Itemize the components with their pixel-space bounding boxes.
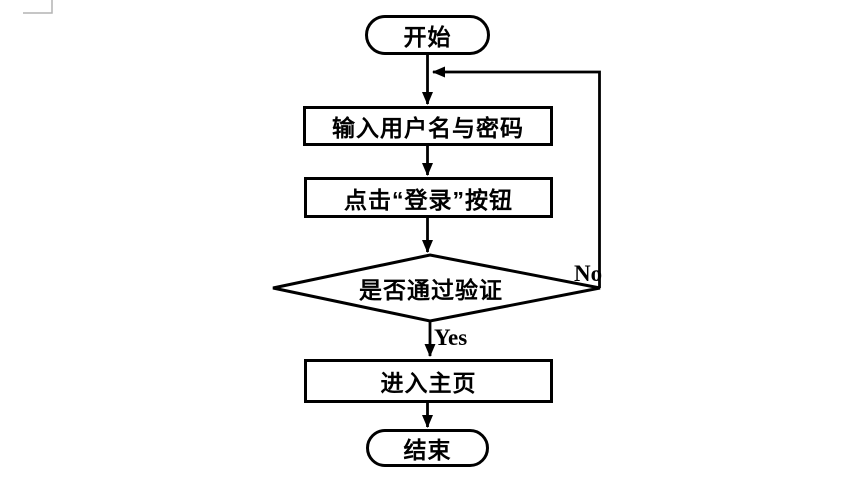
no-edge-label: No [574, 261, 603, 286]
edge-no-return-loop [432, 66, 601, 288]
process-node-input-credentials-label: 输入用户名与密码 [332, 115, 524, 141]
process-node-enter-home: 进入主页 [304, 359, 553, 403]
process-node-input-credentials: 输入用户名与密码 [303, 106, 553, 146]
start-node-label: 开始 [403, 24, 452, 50]
decision-node-verify-label: 是否通过验证 [286, 274, 576, 303]
end-node: 结束 [366, 429, 489, 467]
decision-node-verify-text: 是否通过验证 [359, 277, 503, 303]
yes-edge-label: Yes [434, 325, 468, 350]
page-margin-crop-mark [23, 0, 53, 14]
process-node-click-login-label: 点击“登录”按钮 [344, 186, 513, 213]
end-node-label: 结束 [403, 437, 452, 463]
process-node-click-login: 点击“登录”按钮 [304, 177, 553, 218]
decision-diamond-shape [272, 253, 601, 323]
start-node: 开始 [365, 15, 490, 55]
process-node-enter-home-label: 进入主页 [380, 370, 477, 396]
